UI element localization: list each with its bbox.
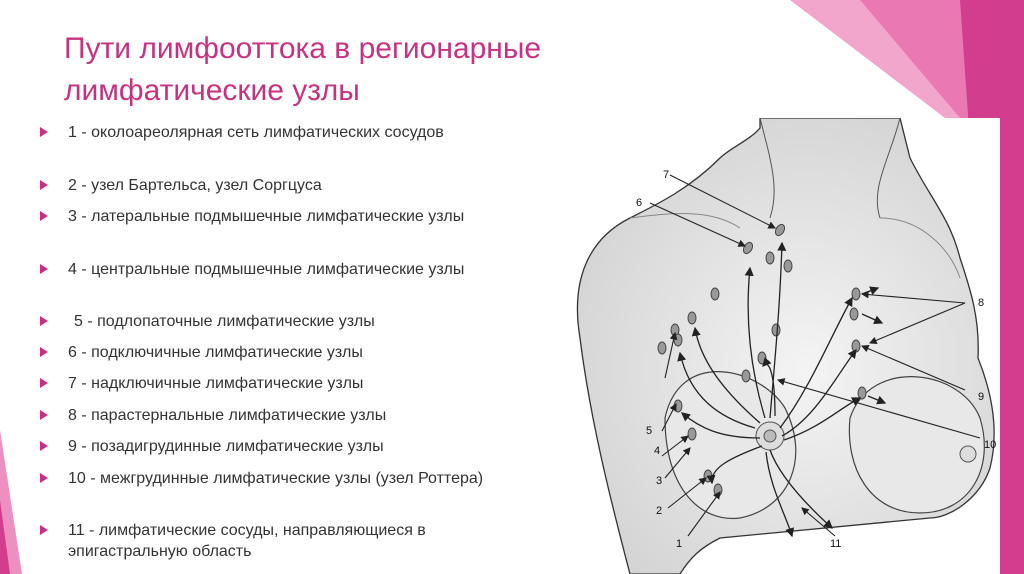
label-leaders [649,174,981,537]
label-9: 9 [978,391,984,403]
list-item: 7 - надключичные лимфатические узлы [40,373,510,394]
bullet-arrow-icon [40,525,48,535]
list-item: 11 - лимфатические сосуды, направляющиес… [40,520,510,562]
label-4: 4 [654,445,660,457]
list-item: 3 - латеральные подмышечные лимфатически… [40,206,510,227]
drainage-arrows [677,241,887,538]
list-item: 2 - узел Бартельса, узел Соргцуса [40,175,510,196]
bullet-arrow-icon [40,473,48,483]
bullet-arrow-icon [40,127,48,137]
label-10: 10 [984,439,996,451]
bullet-arrow-icon [40,264,48,274]
slide-title-line-1: Пути лимфооттока в регионарные [64,32,542,65]
label-1: 1 [676,538,682,550]
bullet-arrow-icon [40,410,48,420]
list-item: 1 - околоареолярная сеть лимфатических с… [40,122,510,143]
slide-title-line-2: лимфатические узлы [64,74,360,107]
label-7: 7 [663,169,669,181]
list-item: 6 - подключичные лимфатические узлы [40,342,510,363]
label-5: 5 [646,425,652,437]
list-item: 5 - подлопаточные лимфатические узлы [40,311,510,332]
bullet-arrow-icon [40,316,48,326]
bullet-arrow-icon [40,180,48,190]
list-item: 4 - центральные подмышечные лимфатически… [40,259,510,280]
bullet-arrow-icon [40,211,48,221]
label-8: 8 [978,297,984,309]
bullet-arrow-icon [40,441,48,451]
list-item: 8 - парастернальные лимфатические узлы [40,405,510,426]
list-item: 9 - позадигрудинные лимфатические узлы [40,436,510,457]
lymph-drainage-illustration: 7 6 8 9 10 5 4 3 2 1 11 [570,118,1000,574]
list-item: 10 - межгрудинные лимфатические узлы (уз… [40,468,510,489]
label-11: 11 [830,538,841,550]
label-3: 3 [656,475,662,487]
bullet-arrow-icon [40,378,48,388]
anatomy-drawing: 7 6 8 9 10 5 4 3 2 1 11 [576,118,996,574]
lymph-nodes [657,223,867,497]
slide-title: Пути лимфооттока в регионарные лимфатиче… [64,28,664,112]
label-6: 6 [636,197,642,209]
label-2: 2 [656,505,662,517]
bullet-arrow-icon [40,347,48,357]
